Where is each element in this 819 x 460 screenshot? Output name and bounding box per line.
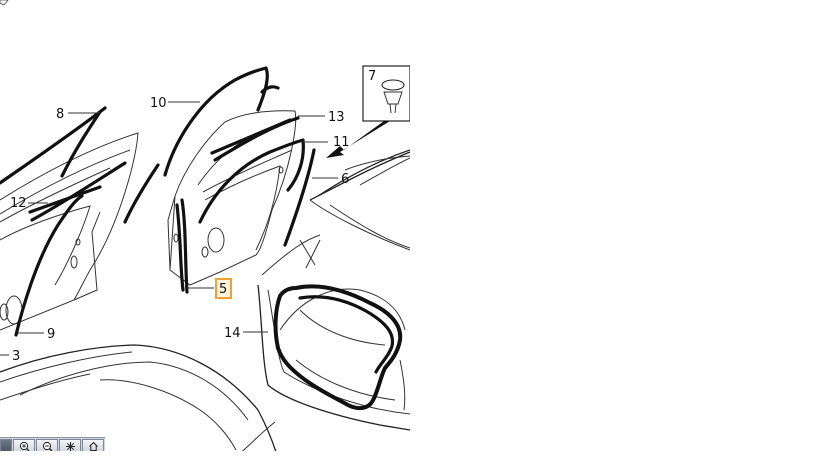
parts-diagram: 8 10 13 11 6 7 12 5 9 14 3 — [0, 0, 410, 456]
callout-14[interactable]: 14 — [224, 326, 241, 341]
trunk-seal-inner — [298, 295, 395, 374]
rear-door — [167, 110, 297, 286]
callout-6[interactable]: 6 — [341, 172, 349, 187]
clip-detail-box — [326, 65, 410, 158]
leader-lines — [0, 101, 338, 356]
front-door — [0, 132, 139, 331]
front-door-seals — [0, 106, 160, 337]
fit-button[interactable] — [59, 439, 81, 452]
zoom-in-button[interactable] — [13, 439, 35, 452]
fit-icon — [65, 441, 75, 451]
callout-10[interactable]: 10 — [150, 96, 167, 111]
callout-7[interactable]: 7 — [368, 69, 376, 84]
diagram-viewer: 8 10 13 11 6 7 12 5 9 14 3 — [0, 0, 410, 460]
pan-button[interactable] — [0, 439, 12, 452]
zoom-out-button[interactable] — [36, 439, 58, 452]
callout-5[interactable]: 5 — [219, 282, 227, 297]
zoom-out-icon — [42, 441, 52, 451]
callout-13[interactable]: 13 — [328, 110, 345, 125]
viewer-toolbar — [0, 437, 105, 453]
viewer-bottom-strip — [0, 451, 410, 460]
callout-11[interactable]: 11 — [333, 135, 350, 150]
cursor-icon — [0, 0, 9, 6]
home-icon — [88, 441, 98, 451]
rear-door-seals — [163, 66, 316, 294]
callout-8[interactable]: 8 — [56, 107, 64, 122]
home-button[interactable] — [82, 439, 104, 452]
callout-labels: 8 10 13 11 6 7 12 5 9 14 3 — [10, 69, 376, 364]
callout-9[interactable]: 9 — [47, 327, 55, 342]
trunk-area — [257, 149, 410, 431]
trunk-seal — [273, 284, 403, 411]
callout-3[interactable]: 3 — [12, 349, 20, 364]
callout-5-highlight — [215, 278, 232, 299]
zoom-in-icon — [19, 441, 29, 451]
callout-12[interactable]: 12 — [10, 196, 27, 211]
